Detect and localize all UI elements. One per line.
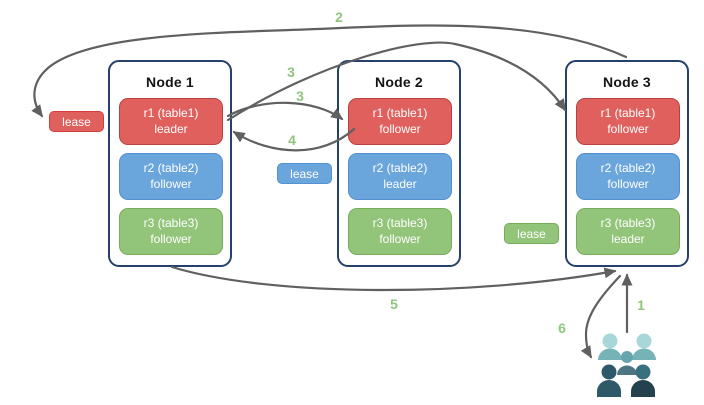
arrow-step-6-client-response xyxy=(580,274,622,359)
node-3-title: Node 3 xyxy=(603,74,651,90)
replica-name: r1 (table1) xyxy=(600,105,656,120)
person-front-left-head xyxy=(601,364,617,380)
arrow-step-3-replicate-to-node2 xyxy=(226,101,344,121)
person-back-right-head xyxy=(636,333,652,349)
replica-name: r1 (table1) xyxy=(372,105,428,120)
person-back-left-body xyxy=(598,348,622,360)
replica-name: r3 (table3) xyxy=(600,215,656,230)
step-label-1: 1 xyxy=(637,297,645,313)
step-label-5: 5 xyxy=(390,296,398,312)
node-2-title: Node 2 xyxy=(375,74,423,90)
replica-name: r3 (table3) xyxy=(372,215,428,230)
node-2: Node 2 r1 (table1) follower r2 (table2) … xyxy=(337,60,461,267)
step-label-4: 4 xyxy=(288,132,296,148)
lease-chip-table3: lease xyxy=(504,223,559,244)
node-3-replica-r2: r2 (table2) follower xyxy=(576,153,680,200)
node-2-replica-r2: r2 (table2) leader xyxy=(348,153,452,200)
replica-role: follower xyxy=(607,121,649,136)
node-1-replica-r1: r1 (table1) leader xyxy=(119,98,223,145)
person-middle-body xyxy=(617,365,637,375)
node-1-replica-r2: r2 (table2) follower xyxy=(119,153,223,200)
replica-role: follower xyxy=(379,121,421,136)
person-front-right-body xyxy=(631,380,655,397)
replica-role: follower xyxy=(379,231,421,246)
step-label-2: 2 xyxy=(335,9,343,25)
node-1-replica-r3: r3 (table3) follower xyxy=(119,208,223,255)
lease-chip-table1: lease xyxy=(49,111,104,132)
person-front-right-head xyxy=(635,364,651,380)
step-label-6: 6 xyxy=(558,320,566,336)
node-2-replica-r1: r1 (table1) follower xyxy=(348,98,452,145)
replica-name: r1 (table1) xyxy=(143,105,199,120)
replica-role: follower xyxy=(150,176,192,191)
replica-name: r2 (table2) xyxy=(600,160,656,175)
replica-role: leader xyxy=(383,176,417,191)
node-3-replica-r1: r1 (table1) follower xyxy=(576,98,680,145)
node-2-replica-r3: r3 (table3) follower xyxy=(348,208,452,255)
person-front-left-body xyxy=(597,380,621,397)
people-group-icon xyxy=(597,333,656,397)
node-3-replica-r3: r3 (table3) leader xyxy=(576,208,680,255)
replica-name: r3 (table3) xyxy=(143,215,199,230)
replica-name: r2 (table2) xyxy=(143,160,199,175)
replica-role: follower xyxy=(150,231,192,246)
step-label-3a: 3 xyxy=(287,64,295,80)
replica-role: leader xyxy=(154,121,188,136)
node-3: Node 3 r1 (table1) follower r2 (table2) … xyxy=(565,60,689,267)
arrow-step-5-forward xyxy=(170,265,617,292)
node-1-title: Node 1 xyxy=(146,74,194,90)
person-back-right-body xyxy=(632,348,656,360)
lease-chip-table2: lease xyxy=(277,163,332,184)
replica-role: leader xyxy=(611,231,645,246)
step-label-3b: 3 xyxy=(296,88,304,104)
node-1: Node 1 r1 (table1) leader r2 (table2) fo… xyxy=(108,60,232,267)
person-middle-head xyxy=(621,351,633,363)
replica-name: r2 (table2) xyxy=(372,160,428,175)
person-back-left-head xyxy=(602,333,618,349)
replica-role: follower xyxy=(607,176,649,191)
